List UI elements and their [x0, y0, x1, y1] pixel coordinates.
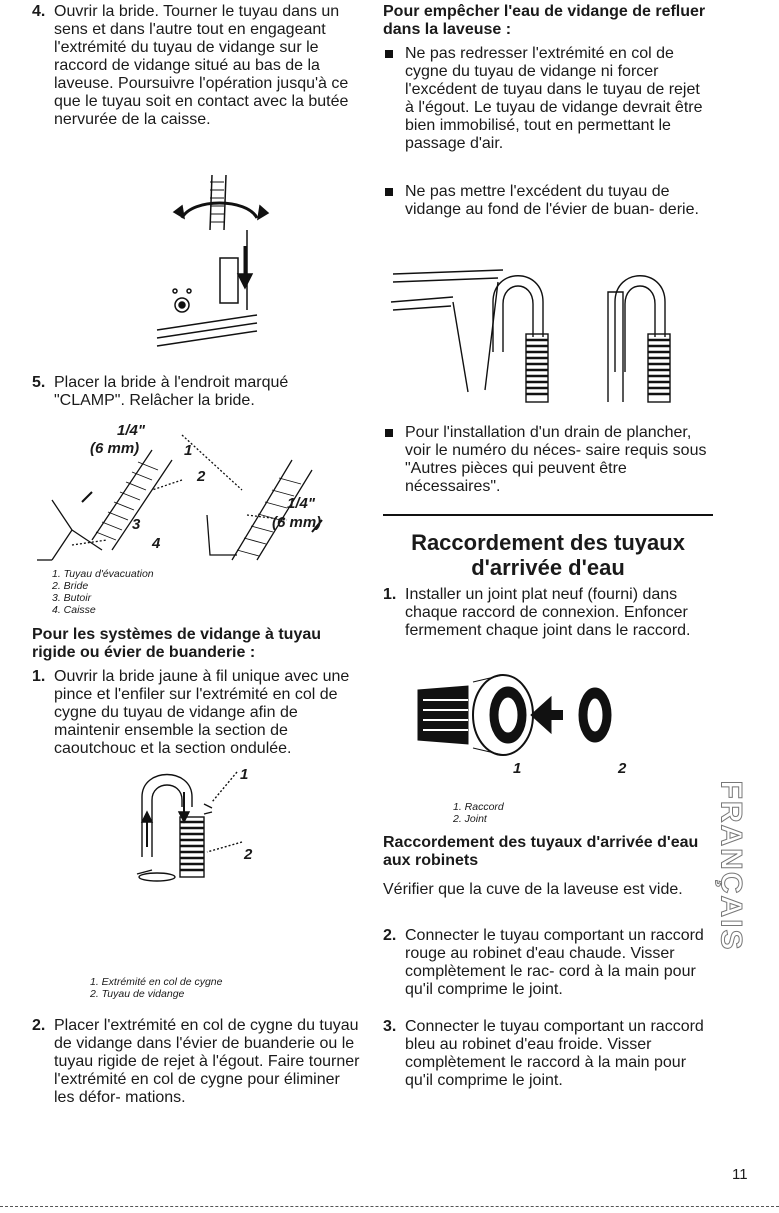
- faucet-step-3: 3. Connecter le tuyau comportant un racc…: [383, 1018, 713, 1090]
- caption-line: 3. Butoir: [52, 592, 92, 604]
- bullet-text: Ne pas redresser l'extrémité en col de c…: [405, 45, 703, 152]
- caption-line: 1. Extrémité en col de cygne: [90, 976, 223, 988]
- clamp-quarter-inch-left: 1/4": [117, 422, 145, 439]
- inlet-step-1: 1. Installer un joint plat neuf (fourni)…: [383, 586, 713, 640]
- gooseneck-label-2: 2: [244, 846, 253, 863]
- step-text: Installer un joint plat neuf (fourni) da…: [405, 586, 691, 639]
- bullet-text: Ne pas mettre l'excédent du tuyau de vid…: [405, 183, 699, 218]
- step-number: 2.: [383, 927, 397, 944]
- washer-label-1: 1: [513, 760, 522, 777]
- backflow-heading: Pour empêcher l'eau de vidange de reflue…: [383, 3, 706, 38]
- bullet-marker: [385, 50, 393, 58]
- language-label: FRANÇAIS: [714, 780, 748, 952]
- step-text: Placer la bride à l'endroit marqué "CLAM…: [54, 374, 289, 409]
- step-4: 4. Ouvrir la bride. Tourner le tuyau dan…: [32, 3, 362, 129]
- page-number: 11: [732, 1166, 748, 1183]
- clamp-quarter-inch-right: 1/4": [287, 495, 315, 512]
- gooseneck-drawing: [136, 771, 243, 882]
- bottom-dashed-line: [0, 1206, 779, 1207]
- rigid-step-2: 2. Placer l'extrémité en col de cygne du…: [32, 1017, 362, 1107]
- clamp-figure-caption: 1. Tuyau d'évacuation 2. Bride 3. Butoir…: [52, 568, 154, 616]
- bullet-item: Pour l'installation d'un drain de planch…: [383, 424, 713, 496]
- step-text: Placer l'extrémité en col de cygne du tu…: [54, 1017, 360, 1106]
- standpipe-figure: [390, 269, 671, 403]
- step-text: Connecter le tuyau comportant un raccord…: [405, 927, 704, 998]
- step-text: Ouvrir la bride. Tourner le tuyau dans u…: [54, 3, 349, 128]
- caption-line: 1. Tuyau d'évacuation: [52, 568, 154, 580]
- caption-line: 2. Bride: [52, 580, 89, 592]
- clamp-drawing: [37, 434, 323, 561]
- clamp-mm-left: (6 mm): [90, 440, 140, 457]
- faucet-step-2: 2. Connecter le tuyau comportant un racc…: [383, 927, 713, 999]
- gooseneck-label-1: 1: [240, 766, 249, 783]
- clamp-figure: 1/4" (6 mm) 1 2 1/4" (6 mm) 3 4: [32, 420, 362, 570]
- step-number: 4.: [32, 3, 46, 20]
- washer-figure-caption: 1. Raccord 2. Joint: [453, 801, 504, 825]
- gooseneck-figure: 1 2: [112, 762, 312, 882]
- clamp-label-3: 3: [132, 516, 141, 533]
- section-divider: [383, 514, 713, 516]
- step-text: Connecter le tuyau comportant un raccord…: [405, 1018, 704, 1089]
- step-number: 3.: [383, 1018, 397, 1035]
- caption-line: 2. Tuyau de vidange: [90, 988, 185, 1000]
- caption-line: 1. Raccord: [453, 801, 504, 813]
- language-side-tab: FRANÇAIS: [712, 778, 748, 953]
- step-5: 5. Placer la bride à l'endroit marqué "C…: [32, 374, 362, 410]
- rigid-drain-heading: Pour les systèmes de vidange à tuyau rig…: [32, 626, 322, 661]
- faucet-intro: Vérifier que la cuve de la laveuse est v…: [383, 881, 683, 898]
- bullet-text: Pour l'installation d'un drain de planch…: [405, 424, 707, 495]
- bullet-marker: [385, 188, 393, 196]
- clamp-label-1: 1: [184, 442, 193, 459]
- gooseneck-figure-caption: 1. Extrémité en col de cygne 2. Tuyau de…: [90, 976, 223, 1000]
- step-text: Ouvrir la bride jaune à fil unique avec …: [54, 668, 350, 757]
- bullet-item: Ne pas mettre l'excédent du tuyau de vid…: [383, 183, 713, 219]
- step-number: 1.: [383, 586, 397, 603]
- bullet-marker: [385, 429, 393, 437]
- section-title-line-1: Raccordement des tuyaux: [411, 530, 685, 555]
- washer-drawing: [417, 674, 612, 756]
- clamp-mm-right: (6 mm): [272, 514, 322, 531]
- step-number: 5.: [32, 374, 46, 391]
- rigid-step-1: 1. Ouvrir la bride jaune à fil unique av…: [32, 668, 362, 758]
- washer-label-2: 2: [618, 760, 627, 777]
- caption-line: 4. Caisse: [52, 604, 96, 616]
- drain-connector-figure: [156, 174, 270, 347]
- washer-figure: 1 2: [413, 670, 693, 780]
- clamp-label-4: 4: [152, 535, 161, 552]
- step-number: 1.: [32, 668, 46, 685]
- bullet-item: Ne pas redresser l'extrémité en col de c…: [383, 45, 713, 153]
- step-number: 2.: [32, 1017, 46, 1034]
- clamp-label-2: 2: [197, 468, 206, 485]
- faucet-heading: Raccordement des tuyaux d'arrivée d'eau …: [383, 834, 699, 869]
- section-title-line-2: d'arrivée d'eau: [471, 555, 625, 580]
- caption-line: 2. Joint: [453, 813, 487, 825]
